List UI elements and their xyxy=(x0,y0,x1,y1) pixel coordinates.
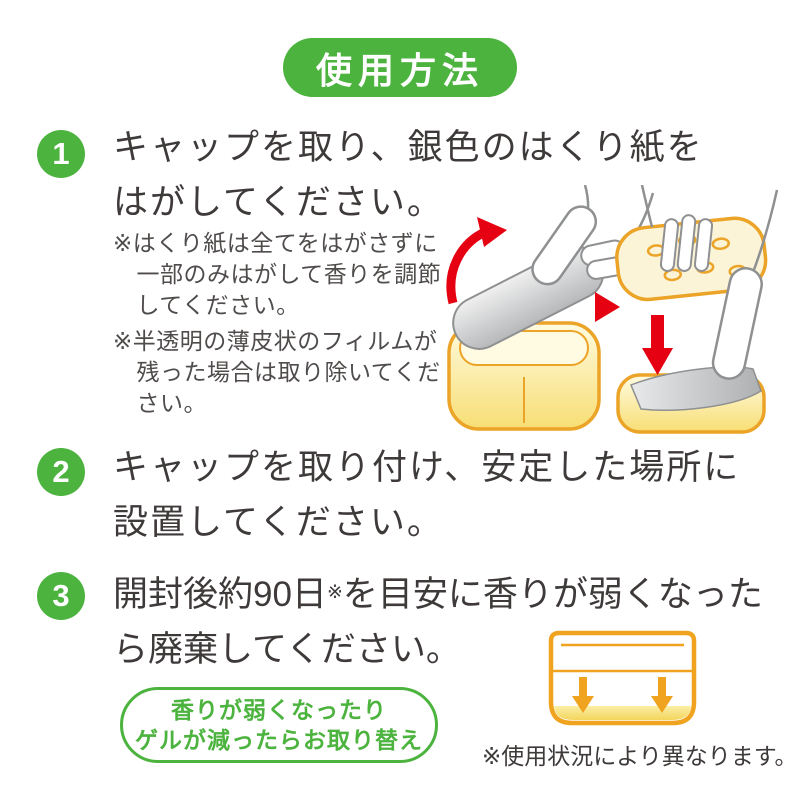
page-title: 使用方法 xyxy=(283,38,517,97)
step1-note-2: ※半透明の薄皮状のフィルムが 残った場合は取り除いてくだ さい。 xyxy=(113,328,441,416)
step3-line1: 開封後約90日 xyxy=(113,575,327,614)
next-step-arrow-icon xyxy=(595,292,620,322)
gel-level-illustration xyxy=(548,630,697,726)
red-down-arrow-icon xyxy=(642,315,673,375)
gel-shrink-arrows-icon xyxy=(572,677,673,713)
step3-number-badge: 3 xyxy=(37,572,85,620)
pressing-hand xyxy=(640,185,779,380)
usage-footnote: ※使用状況により異なります。 xyxy=(482,743,798,769)
step1-number-badge: 1 xyxy=(37,130,85,178)
step3-line2: ら廃棄してください。 xyxy=(113,630,461,669)
step1-text: キャップを取り、銀色のはくり紙を はがしてください。 xyxy=(113,128,704,222)
cap-attach-illustration xyxy=(615,185,779,434)
tub-with-peeling-film-illustration xyxy=(446,185,655,431)
step1-illustration xyxy=(446,185,779,434)
step3-asterisk-mark: ※ xyxy=(326,582,343,603)
step2-number-badge: 2 xyxy=(37,448,85,496)
replacement-reminder-box: 香りが弱くなったり ゲルが減ったらお取り替え xyxy=(120,687,438,763)
step3-line1-cont: を目安に香りが弱くなった xyxy=(342,575,763,614)
step3-text: 開封後約90日※を目安に香りが弱くなったら廃棄してください。 xyxy=(113,567,763,677)
remaining-gel xyxy=(554,706,691,720)
step1-note-1: ※はくり紙は全てをはがさずに 一部のみはがして香りを調節 してください。 xyxy=(113,230,442,318)
red-curved-arrow-icon xyxy=(446,217,507,305)
step2-text: キャップを取り付け、安定した場所に 設置してください。 xyxy=(113,448,741,542)
